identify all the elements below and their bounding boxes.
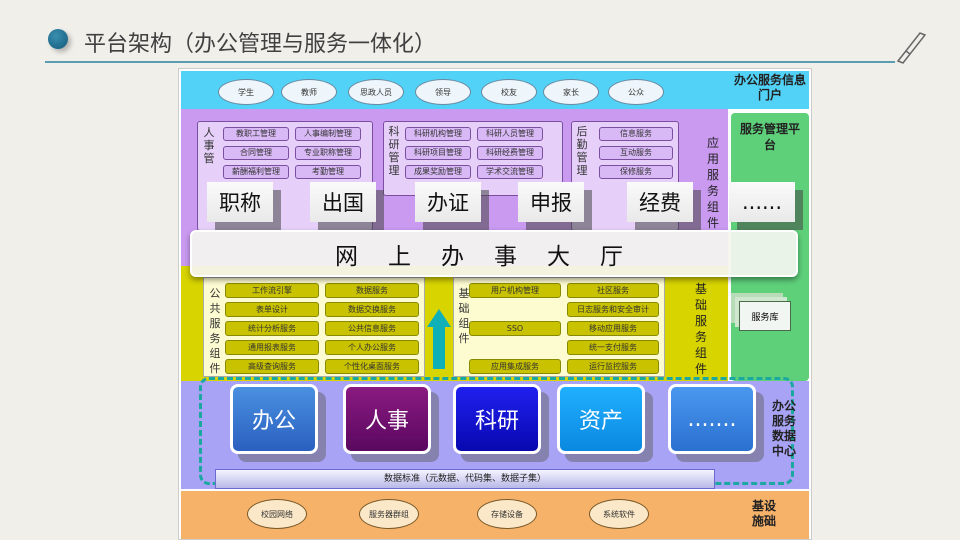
research-title: 科研管理 (388, 125, 400, 177)
portal-user-1[interactable]: 教师 (281, 79, 337, 105)
architecture-diagram: 学生教师思政人员领导校友家长公众 办公服务信息门户 服务管理平台 服务库 人事管… (178, 68, 812, 540)
base-service-item[interactable]: 社区服务 (567, 283, 659, 298)
public-service-item[interactable]: 统计分析服务 (225, 321, 319, 336)
app-item-logistics[interactable]: 保修服务 (599, 165, 673, 179)
base-service-item[interactable]: 移动应用服务 (567, 321, 659, 336)
public-service-item[interactable]: 工作流引擎 (225, 283, 319, 298)
app-item-research[interactable]: 学术交流管理 (477, 165, 543, 179)
app-item-hr[interactable]: 专业职称管理 (295, 146, 361, 160)
service-tile-1[interactable]: 出国 (310, 182, 376, 222)
portal-user-0[interactable]: 学生 (218, 79, 274, 105)
app-item-hr[interactable]: 合同管理 (223, 146, 289, 160)
public-service-item[interactable]: 公共信息服务 (325, 321, 419, 336)
service-tile-5[interactable]: ...... (729, 182, 795, 222)
base-components-label: 基础服务组件 (694, 282, 707, 376)
public-service-item[interactable]: 数据服务 (325, 283, 419, 298)
app-item-research[interactable]: 成果奖励管理 (405, 165, 471, 179)
infra-label: 基设施础 (751, 499, 776, 528)
app-item-research[interactable]: 科研机构管理 (405, 127, 471, 141)
portal-user-4[interactable]: 校友 (481, 79, 537, 105)
portal-label: 办公服务信息门户 (733, 73, 806, 102)
infra-item-3: 系统软件 (589, 499, 649, 529)
service-tile-3[interactable]: 申报 (518, 182, 584, 222)
base-service-item[interactable]: 统一支付服务 (567, 340, 659, 355)
app-item-hr[interactable]: 薪酬福利管理 (223, 165, 289, 179)
data-center-label: 办公服务数据中心 (771, 399, 796, 458)
online-service-hall-banner[interactable]: 网上办事大厅 (190, 230, 798, 277)
data-standard-bar: 数据标准（元数据、代码集、数据子集） (215, 469, 715, 489)
portal-user-3[interactable]: 领导 (415, 79, 471, 105)
public-components-title: 公共服务组件 (209, 287, 221, 375)
platform-label: 服务管理平台 (739, 122, 800, 152)
service-library-label: 服务库 (751, 312, 779, 323)
public-service-item[interactable]: 个人办公服务 (325, 340, 419, 355)
app-item-logistics[interactable]: 互动服务 (599, 146, 673, 160)
app-item-research[interactable]: 科研项目管理 (405, 146, 471, 160)
hr-title: 人事管 (203, 126, 215, 165)
app-item-hr[interactable]: 考勤管理 (295, 165, 361, 179)
base-service-item[interactable]: 日志服务和安全审计 (567, 302, 659, 317)
public-service-item[interactable]: 高级查询服务 (225, 359, 319, 374)
app-item-logistics[interactable]: 信息服务 (599, 127, 673, 141)
data-tile-3[interactable]: 资产 (557, 384, 645, 454)
app-item-hr[interactable]: 人事编制管理 (295, 127, 361, 141)
infra-item-0: 校园网络 (247, 499, 307, 529)
portal-user-2[interactable]: 思政人员 (348, 79, 404, 105)
public-service-item[interactable]: 通用报表服务 (225, 340, 319, 355)
logistics-title: 后勤管理 (576, 125, 588, 177)
service-tile-4[interactable]: 经费 (627, 182, 693, 222)
public-service-item[interactable]: 表单设计 (225, 302, 319, 317)
title-bullet-icon (48, 29, 68, 49)
portal-user-6[interactable]: 公众 (608, 79, 664, 105)
data-tile-0[interactable]: 办公 (230, 384, 318, 454)
service-library-icon[interactable]: 服务库 (739, 301, 791, 331)
base-components-title: 基础组件 (458, 287, 470, 345)
app-item-research[interactable]: 科研经费管理 (477, 146, 543, 160)
data-tile-4[interactable]: ....... (668, 384, 756, 454)
upward-arrow-icon (427, 309, 451, 369)
page-title: 平台架构（办公管理与服务一体化） (84, 32, 437, 57)
data-tile-2[interactable]: 科研 (453, 384, 541, 454)
app-components-label: 应用服务组件 (706, 136, 719, 230)
infra-item-2: 存储设备 (477, 499, 537, 529)
data-tile-1[interactable]: 人事 (343, 384, 431, 454)
infra-item-1: 服务器群组 (359, 499, 419, 529)
public-service-item[interactable]: 个性化桌面服务 (325, 359, 419, 374)
app-item-research[interactable]: 科研人员管理 (477, 127, 543, 141)
service-tile-0[interactable]: 职称 (207, 182, 273, 222)
title-divider (45, 61, 895, 63)
portal-user-5[interactable]: 家长 (543, 79, 599, 105)
pen-icon (896, 32, 927, 64)
public-service-item[interactable]: 数据交换服务 (325, 302, 419, 317)
base-service-item[interactable]: 运行监控服务 (567, 359, 659, 374)
app-item-hr[interactable]: 教职工管理 (223, 127, 289, 141)
base-service-item[interactable]: 用户机构管理 (469, 283, 561, 298)
base-service-item[interactable]: SSO (469, 321, 561, 336)
service-tile-2[interactable]: 办证 (415, 182, 481, 222)
base-service-item[interactable]: 应用集成服务 (469, 359, 561, 374)
